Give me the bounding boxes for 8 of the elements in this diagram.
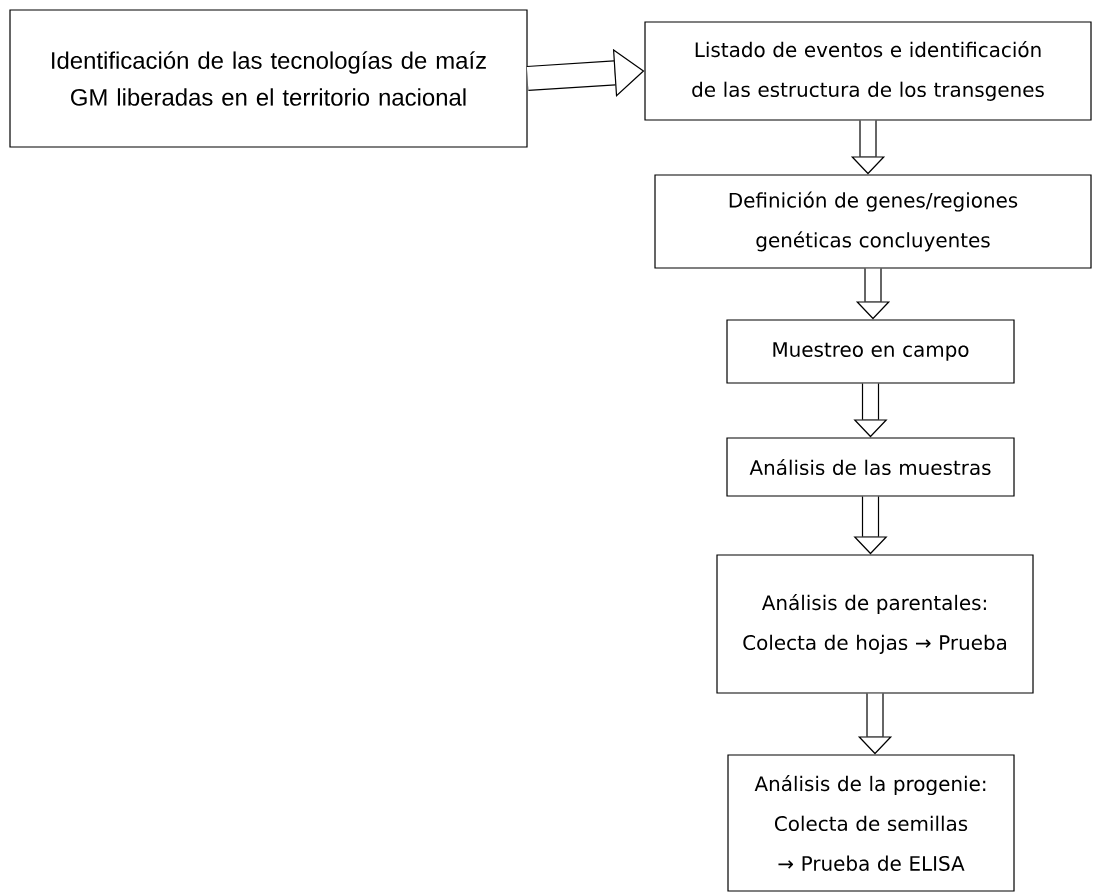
process-box: Muestreo en campo xyxy=(726,319,1015,384)
process-box: Análisis de la progenie: Colecta de semillas → Prueba de ELISA xyxy=(727,754,1015,892)
process-box: Listado de eventos e identificación de las estructura de los transgenes xyxy=(644,21,1092,121)
process-box: Definición de genes/regiones genéticas concluyentes xyxy=(654,174,1092,269)
process-box: Análisis de parentales: Colecta de hojas → Prueba xyxy=(716,554,1034,694)
process-box: Análisis de las muestras xyxy=(726,437,1015,497)
block-arrow xyxy=(526,48,645,97)
process-box: Identificación de las tecnologías de maíz GM liberadas en el territorio nacional xyxy=(9,9,528,148)
